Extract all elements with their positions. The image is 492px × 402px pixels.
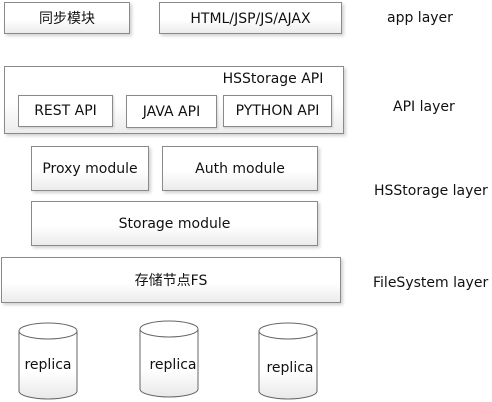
app-layer-label: app layer — [387, 10, 453, 26]
rest-api-box: REST API — [18, 95, 113, 127]
auth-module-label: Auth module — [195, 161, 285, 177]
java-api-label: JAVA API — [142, 104, 201, 120]
web-tech-label: HTML/JSP/JS/AJAX — [190, 11, 311, 27]
replica-label-3: replica — [266, 360, 314, 376]
replica-label-2: replica — [149, 357, 197, 373]
replica-cylinder-1 — [18, 322, 78, 400]
replica-label-1: replica — [24, 357, 72, 373]
filesystem-node-box: 存储节点FS — [1, 257, 341, 303]
filesystem-node-label: 存储节点FS — [134, 273, 208, 289]
storage-module-box: Storage module — [31, 201, 318, 246]
python-api-box: PYTHON API — [223, 95, 332, 127]
auth-module-box: Auth module — [162, 146, 318, 191]
replica-cylinder-2 — [139, 320, 199, 398]
api-layer-label: API layer — [393, 99, 455, 115]
python-api-label: PYTHON API — [235, 103, 320, 119]
hsstorage-api-box: HSStorage API REST API JAVA API PYTHON A… — [4, 66, 344, 134]
proxy-module-label: Proxy module — [42, 161, 138, 177]
storage-module-label: Storage module — [118, 216, 231, 232]
sync-module-label: 同步模块 — [39, 11, 95, 27]
web-tech-box: HTML/JSP/JS/AJAX — [159, 2, 342, 34]
hsstorage-api-title: HSStorage API — [222, 71, 324, 87]
proxy-module-box: Proxy module — [31, 146, 149, 191]
sync-module-box: 同步模块 — [4, 2, 130, 34]
java-api-box: JAVA API — [126, 95, 217, 128]
replica-cylinder-3 — [258, 322, 318, 400]
rest-api-label: REST API — [34, 103, 97, 119]
hsstorage-layer-label: HSStorage layer — [374, 183, 488, 199]
filesystem-layer-label: FileSystem layer — [373, 275, 489, 291]
